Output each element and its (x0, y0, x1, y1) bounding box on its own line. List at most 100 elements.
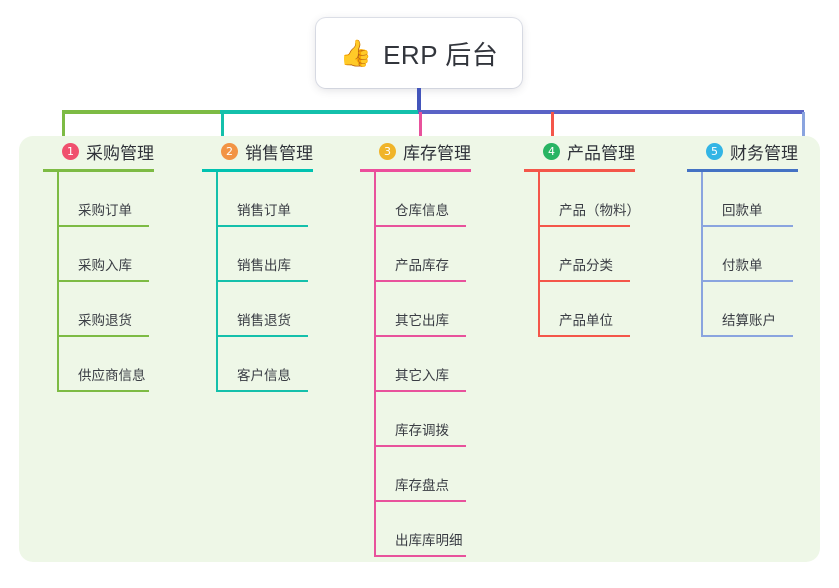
list-item-label: 产品（物料） (559, 203, 640, 218)
list-item[interactable]: 库存盘点 (374, 447, 471, 502)
connector-drop-inventory (419, 112, 422, 148)
branch-column-product: 4 产品管理 产品（物料） 产品分类 产品单位 (524, 136, 640, 337)
list-item[interactable]: 回款单 (701, 172, 798, 227)
list-item-underline (374, 500, 466, 502)
branch-spine (57, 172, 59, 392)
branch-underline (43, 169, 154, 172)
list-item[interactable]: 其它入库 (374, 337, 471, 392)
branch-underline (360, 169, 471, 172)
list-item-underline (216, 280, 308, 282)
list-item-underline (374, 445, 466, 447)
thumbs-up-icon: 👍 (339, 38, 373, 68)
list-item-label: 结算账户 (722, 313, 776, 328)
root-node-title: ERP 后台 (383, 39, 499, 70)
list-item-underline (538, 225, 630, 227)
list-item-underline (57, 335, 149, 337)
list-item-underline (216, 335, 308, 337)
list-item-underline (701, 280, 793, 282)
list-item[interactable]: 采购退货 (57, 282, 154, 337)
list-item-label: 其它入库 (395, 368, 449, 383)
branches-panel: 1 采购管理 采购订单 采购入库 采购退货 供应商信 (19, 136, 820, 562)
list-item[interactable]: 产品分类 (538, 227, 635, 282)
branch-header-finance[interactable]: 5 财务管理 (687, 136, 798, 166)
list-item[interactable]: 销售出库 (216, 227, 313, 282)
list-item-underline (538, 335, 630, 337)
list-item-label: 供应商信息 (78, 368, 146, 383)
list-item-underline (374, 555, 466, 557)
list-item-label: 客户信息 (237, 368, 291, 383)
list-item[interactable]: 采购订单 (57, 172, 154, 227)
branch-title: 销售管理 (245, 143, 313, 163)
list-item-label: 产品库存 (395, 258, 449, 273)
connector-drop-product (551, 112, 554, 148)
list-item[interactable]: 结算账户 (701, 282, 798, 337)
list-item-label: 采购入库 (78, 258, 132, 273)
list-item-label: 仓库信息 (395, 203, 449, 218)
branch-spine (701, 172, 703, 337)
list-item[interactable]: 产品单位 (538, 282, 635, 337)
connector-drop-purchasing (62, 112, 65, 148)
list-item[interactable]: 客户信息 (216, 337, 313, 392)
branch-column-purchasing: 1 采购管理 采购订单 采购入库 采购退货 供应商信 (43, 136, 154, 392)
list-item-label: 销售出库 (237, 258, 291, 273)
branch-items-sales: 销售订单 销售出库 销售退货 客户信息 (216, 172, 313, 392)
branch-items-product: 产品（物料） 产品分类 产品单位 (538, 172, 640, 337)
list-item-underline (374, 390, 466, 392)
branch-header-sales[interactable]: 2 销售管理 (202, 136, 313, 166)
connector-drop-sales (221, 112, 224, 148)
list-item-label: 付款单 (722, 258, 763, 273)
list-item-underline (57, 390, 149, 392)
list-item[interactable]: 其它出库 (374, 282, 471, 337)
list-item[interactable]: 供应商信息 (57, 337, 154, 392)
list-item-label: 销售退货 (237, 313, 291, 328)
connector-root-stem (417, 88, 421, 113)
list-item[interactable]: 销售退货 (216, 282, 313, 337)
branch-underline (687, 169, 798, 172)
list-item-underline (57, 225, 149, 227)
list-item-underline (701, 335, 793, 337)
connector-drop-finance (802, 112, 805, 148)
branch-header-inventory[interactable]: 3 库存管理 (360, 136, 471, 166)
branch-underline (524, 169, 635, 172)
connector-bus-middle (220, 110, 420, 114)
connector-bus-right (418, 110, 804, 114)
list-item[interactable]: 付款单 (701, 227, 798, 282)
list-item-label: 产品分类 (559, 258, 613, 273)
list-item-label: 出库库明细 (395, 533, 463, 548)
list-item[interactable]: 采购入库 (57, 227, 154, 282)
branch-badge: 3 (379, 142, 396, 160)
list-item[interactable]: 产品（物料） (538, 172, 640, 227)
branch-title: 财务管理 (730, 143, 798, 163)
list-item-underline (374, 225, 466, 227)
branch-badge: 5 (706, 142, 723, 160)
branch-items-inventory: 仓库信息 产品库存 其它出库 其它入库 库存调拨 (374, 172, 471, 557)
branch-items-purchasing: 采购订单 采购入库 采购退货 供应商信息 (57, 172, 154, 392)
branch-spine (374, 172, 376, 557)
list-item[interactable]: 销售订单 (216, 172, 313, 227)
branch-header-purchasing[interactable]: 1 采购管理 (43, 136, 154, 166)
list-item-underline (374, 335, 466, 337)
list-item-label: 库存盘点 (395, 478, 449, 493)
root-node-card[interactable]: 👍 ERP 后台 (316, 18, 522, 88)
branch-underline (202, 169, 313, 172)
list-item-underline (374, 280, 466, 282)
list-item-label: 其它出库 (395, 313, 449, 328)
branch-items-finance: 回款单 付款单 结算账户 (701, 172, 798, 337)
list-item[interactable]: 库存调拨 (374, 392, 471, 447)
branch-title: 采购管理 (86, 143, 154, 163)
list-item-label: 回款单 (722, 203, 763, 218)
list-item-label: 采购退货 (78, 313, 132, 328)
branch-badge: 2 (221, 142, 238, 160)
list-item[interactable]: 产品库存 (374, 227, 471, 282)
list-item-underline (216, 390, 308, 392)
list-item-label: 产品单位 (559, 313, 613, 328)
list-item-underline (216, 225, 308, 227)
branch-column-inventory: 3 库存管理 仓库信息 产品库存 其它出库 其它入库 (360, 136, 471, 557)
branch-badge: 1 (62, 142, 79, 160)
list-item[interactable]: 出库库明细 (374, 502, 471, 557)
branch-header-product[interactable]: 4 产品管理 (524, 136, 635, 166)
list-item-underline (538, 280, 630, 282)
list-item-label: 采购订单 (78, 203, 132, 218)
list-item[interactable]: 仓库信息 (374, 172, 471, 227)
